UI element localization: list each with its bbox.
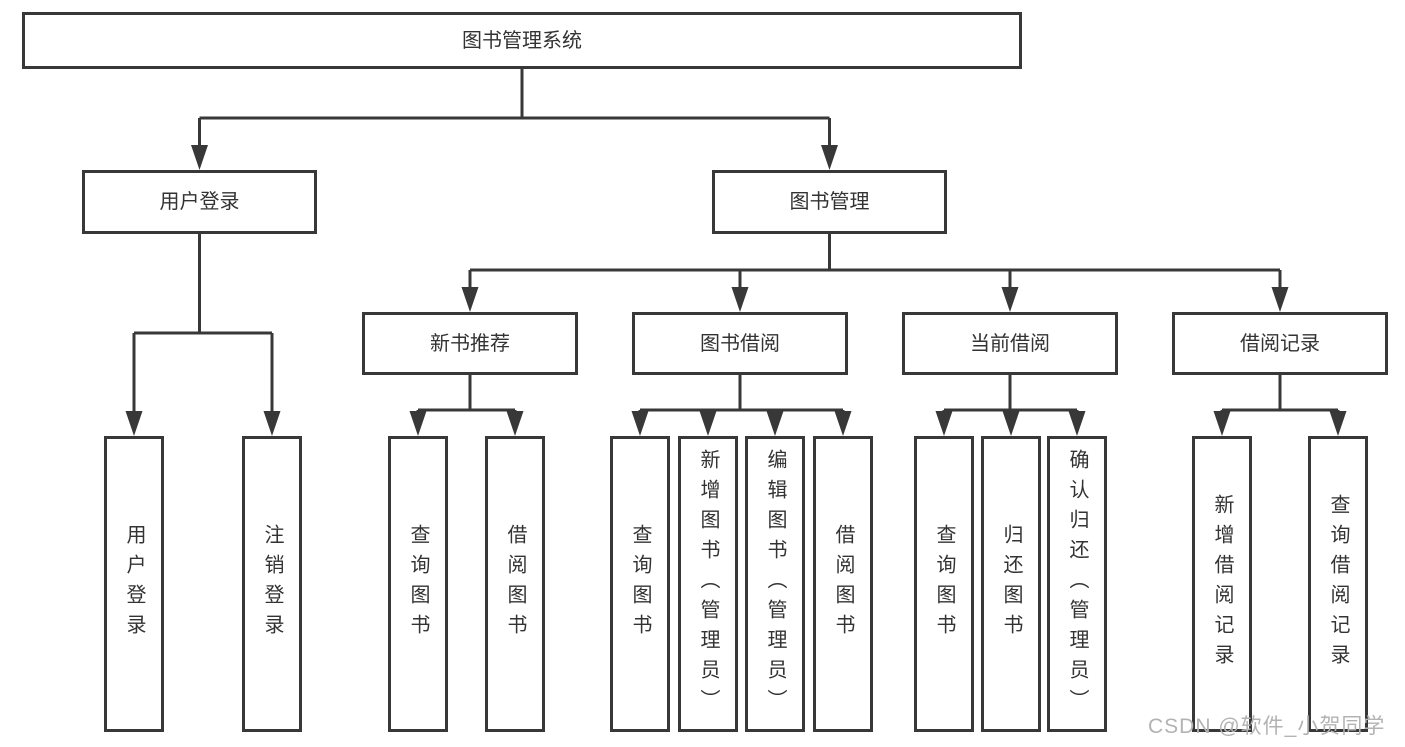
node-new-book-recommendation: 新书推荐 [362,312,578,375]
node-current-borrowing-label: 当前借阅 [970,332,1050,355]
node-root: 图书管理系统 [22,12,1022,69]
leaf-logout-label: 注销登录 [261,524,283,644]
leaf-confirm-return-admin: 确认归还（管理员） [1047,436,1107,732]
leaf-borrow-books-recommend: 借阅图书 [485,436,545,732]
leaf-query-books-recommend: 查询图书 [388,436,448,732]
node-user-login: 用户登录 [82,170,317,234]
node-borrowing-records-label: 借阅记录 [1240,332,1320,355]
leaf-query-borrow-record-label: 查询借阅记录 [1327,494,1349,674]
leaf-edit-book-admin-label: 编辑图书（管理员） [764,449,786,719]
leaf-borrow-books-borrowing-label: 借阅图书 [832,524,854,644]
leaf-return-books-label: 归还图书 [1000,524,1022,644]
leaf-borrow-books-recommend-label: 借阅图书 [504,524,526,644]
leaf-confirm-return-admin-label: 确认归还（管理员） [1066,449,1088,719]
leaf-add-borrow-record: 新增借阅记录 [1192,436,1252,732]
node-book-management-label: 图书管理 [789,191,870,213]
node-book-borrowing: 图书借阅 [632,312,848,375]
leaf-query-books-borrowing: 查询图书 [610,436,670,732]
leaf-edit-book-admin: 编辑图书（管理员） [745,436,805,732]
leaf-query-books-current-label: 查询图书 [933,524,955,644]
leaf-query-books-recommend-label: 查询图书 [407,524,429,644]
leaf-query-books-current: 查询图书 [914,436,974,732]
leaf-add-book-admin-label: 新增图书（管理员） [697,449,719,719]
leaf-return-books: 归还图书 [981,436,1041,732]
node-new-book-recommendation-label: 新书推荐 [430,332,510,355]
leaf-user-login: 用户登录 [104,436,164,732]
leaf-query-books-borrowing-label: 查询图书 [629,524,651,644]
leaf-add-borrow-record-label: 新增借阅记录 [1211,494,1233,674]
leaf-add-book-admin: 新增图书（管理员） [678,436,738,732]
arrowheads [125,145,1347,436]
node-current-borrowing: 当前借阅 [902,312,1118,375]
leaf-borrow-books-borrowing: 借阅图书 [813,436,873,732]
watermark: CSDN @软件_小贺同学 [1148,715,1386,738]
leaf-query-borrow-record: 查询借阅记录 [1308,436,1368,732]
leaf-logout: 注销登录 [242,436,302,732]
leaf-user-login-label: 用户登录 [123,524,145,644]
node-root-label: 图书管理系统 [462,29,582,52]
node-user-login-label: 用户登录 [159,191,240,213]
node-book-borrowing-label: 图书借阅 [700,332,780,355]
node-book-management: 图书管理 [712,170,947,234]
node-borrowing-records: 借阅记录 [1172,312,1388,375]
